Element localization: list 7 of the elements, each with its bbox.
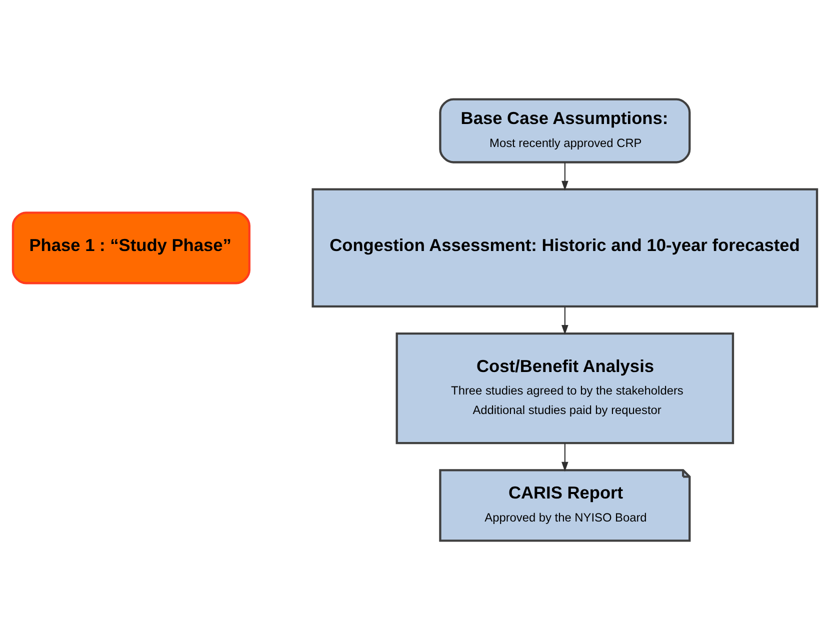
node-box: Cost/Benefit Analysis Three studies agreed to by the stakeholders Additional studies paid by requestor [396,332,734,444]
node-box: Congestion Assessment: Historic and 10-year forecasted [312,188,818,308]
arrow [562,162,568,190]
node-box: Phase 1 : “Study Phase” [12,211,250,284]
node-box: Base Case Assumptions: Most recently approved CRP [439,98,691,163]
arrow [562,442,568,472]
arrow [562,306,568,334]
